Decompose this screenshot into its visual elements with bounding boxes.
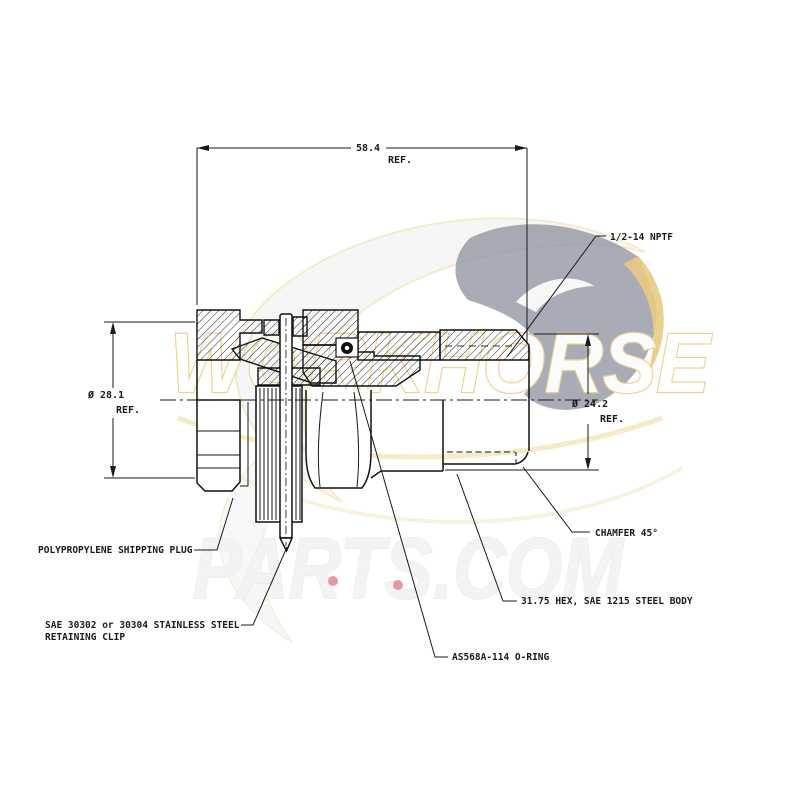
clip-seat-left-section xyxy=(263,319,280,336)
callout-chamfer: CHAMFER 45° xyxy=(522,466,658,539)
callout-hex-body: 31.75 HEX, SAE 1215 STEEL BODY xyxy=(456,473,693,607)
retaining-clip-band xyxy=(255,385,303,523)
horse-head-silhouette xyxy=(455,224,657,410)
callout-retaining-clip: SAE 30302 or 30304 STAINLESS STEEL RETAI… xyxy=(45,546,288,643)
watermark-red-dot-1 xyxy=(328,576,338,586)
dim-left-ref: REF. xyxy=(116,405,140,416)
leader-oring xyxy=(349,360,448,658)
plug-cap-section xyxy=(196,309,263,361)
thread-bottom-edge xyxy=(443,451,529,465)
leader-retaining-clip xyxy=(241,546,288,626)
leader-chamfer xyxy=(522,466,590,533)
callout-nptf: 1/2-14 NPTF xyxy=(506,232,673,358)
callout-chamfer-label: CHAMFER 45° xyxy=(595,528,658,539)
callout-oring-label: AS568A-114 O-RING xyxy=(452,652,550,663)
dim-arrow-up xyxy=(585,334,591,346)
leader-hex-body xyxy=(456,473,517,602)
dim-right-value: Ø 24.2 xyxy=(571,398,608,410)
workhorse-watermark: WORKHORSE PARTS.COM xyxy=(169,217,714,643)
dim-arrow-left xyxy=(197,145,209,151)
dim-arrow-right xyxy=(515,145,527,151)
dim-right-ref: REF. xyxy=(600,414,624,425)
callout-clip-label-line1: SAE 30302 or 30304 STAINLESS STEEL xyxy=(45,620,240,631)
dim-arrow-down xyxy=(110,466,116,478)
callout-shipping-plug: POLYPROPYLENE SHIPPING PLUG xyxy=(38,497,234,556)
horse-mane-gold xyxy=(624,256,664,378)
hex-facet-line-left xyxy=(317,391,324,488)
leader-shipping-plug xyxy=(194,497,234,551)
shipping-plug-outline xyxy=(196,399,241,492)
callout-nptf-label: 1/2-14 NPTF xyxy=(610,232,673,243)
hex-outline xyxy=(305,390,372,489)
dimension-right-diameter: Ø 24.2 REF. xyxy=(445,333,624,471)
watermark-site-text: PARTS.COM xyxy=(193,521,625,617)
fitting-exterior-view xyxy=(196,313,530,553)
horse-head-highlight xyxy=(516,278,594,312)
callout-hex-body-label: 31.75 HEX, SAE 1215 STEEL BODY xyxy=(521,596,693,607)
neck-bottom-edge xyxy=(370,470,443,479)
dim-arrow-down xyxy=(585,458,591,470)
dimension-top-length: 58.4 REF. xyxy=(196,143,528,344)
dim-arrow-up xyxy=(110,322,116,334)
dim-left-value: Ø 28.1 xyxy=(87,389,124,401)
dimension-left-diameter: Ø 28.1 REF. xyxy=(87,321,195,479)
dim-top-ref: REF. xyxy=(388,155,412,166)
callout-oring: AS568A-114 O-RING xyxy=(349,360,550,663)
hex-facet-line-right xyxy=(353,391,360,488)
callout-plug-label: POLYPROPYLENE SHIPPING PLUG xyxy=(38,545,193,556)
watermark-red-dot-2 xyxy=(393,580,403,590)
callout-clip-label-line2: RETAINING CLIP xyxy=(45,632,125,643)
oring-core xyxy=(344,345,350,351)
dim-top-value: 58.4 xyxy=(356,143,380,154)
clip-knurl-lines xyxy=(259,388,301,520)
leader-nptf xyxy=(506,235,606,358)
